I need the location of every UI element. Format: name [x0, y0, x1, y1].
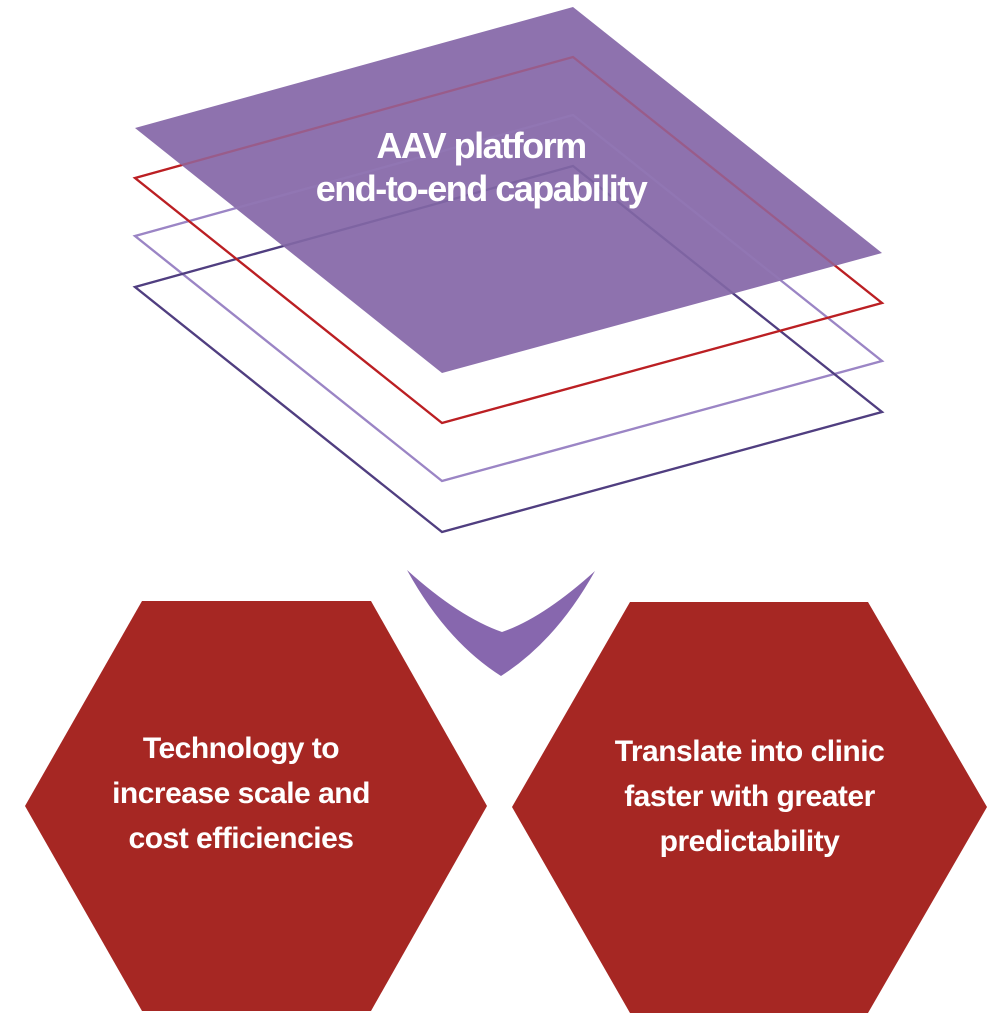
dark-purple-outline-ghost: [132, 164, 885, 534]
plane-title-line1: AAV platform: [376, 125, 587, 166]
filled-purple-plane: [135, 7, 882, 373]
hexagon-right-line1: Translate into clinic: [614, 735, 885, 768]
hexagon-right-line3: predictability: [659, 825, 840, 858]
hexagon-left: [25, 601, 487, 1011]
plane-title-line2: end-to-end capability: [315, 168, 648, 209]
plane-title: AAV platform end-to-end capability: [281, 124, 681, 210]
hexagon-left-line3: cost efficiencies: [128, 821, 354, 855]
hexagon-right-line2: faster with greater: [624, 780, 875, 813]
chevron-down-icon: [407, 570, 595, 676]
hexagon-right: [512, 602, 987, 1013]
light-purple-outline-ghost: [132, 113, 885, 483]
hexagon-left-label: Technology to increase scale and cost ef…: [25, 601, 487, 1011]
plane-edges-showthrough: [132, 55, 885, 534]
red-outline-ghost: [132, 55, 885, 425]
hexagon-left-line1: Technology to: [142, 731, 340, 765]
hexagon-left-line2: increase scale and: [112, 776, 370, 810]
hexagon-right-label: Translate into clinic faster with greate…: [512, 602, 987, 1013]
